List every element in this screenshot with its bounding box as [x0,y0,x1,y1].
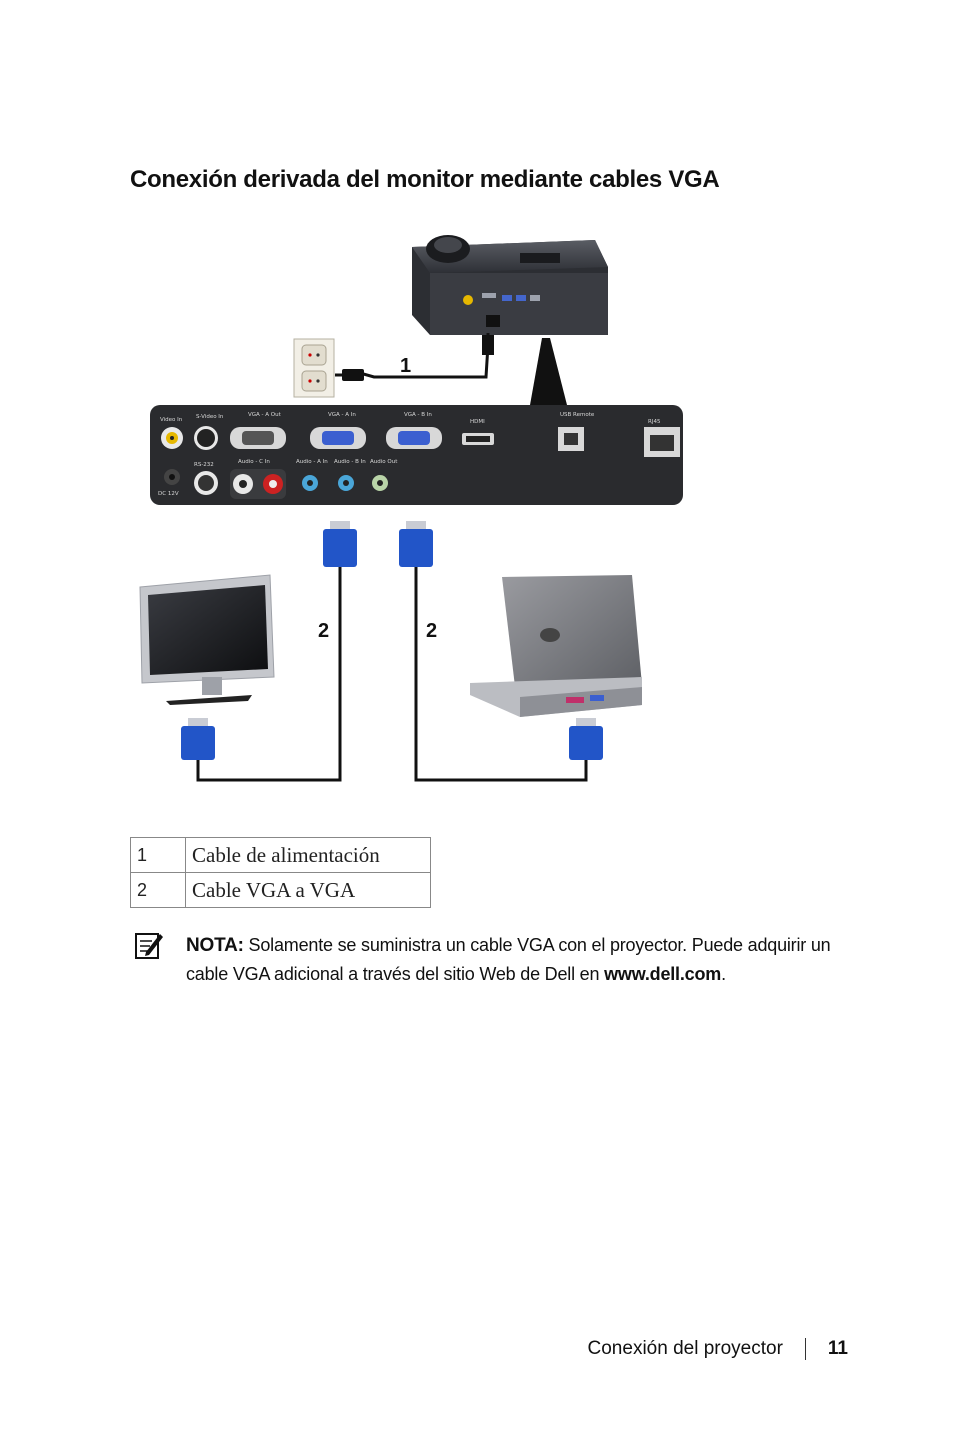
vga-cable-monitor [196,565,342,782]
footer-section: Conexión del proyector [587,1338,783,1359]
legend-table: 1 Cable de alimentación 2 Cable VGA a VG… [130,837,431,908]
projector-image [412,235,608,335]
note-end: . [721,964,726,984]
connection-diagram: 1 Video In S-Video In VGA - A Out VGA - … [139,235,683,782]
svg-text:Audio - C In: Audio - C In [238,459,270,465]
zoom-indicator [530,338,567,405]
svg-text:Audio - A In: Audio - A In [296,459,328,465]
footer-divider [804,1338,806,1360]
svg-text:S-Video In: S-Video In [196,414,224,420]
dell-link[interactable]: www.dell.com [604,964,722,984]
legend-desc: Cable de alimentación [185,837,431,873]
svg-text:USB Remote: USB Remote [560,412,595,418]
vga-plug [181,521,603,760]
note-text: NOTA: Solamente se suministra un cable V… [186,931,876,988]
table-row: 1 Cable de alimentación [130,837,431,873]
table-row: 2 Cable VGA a VGA [130,872,431,908]
legend-num: 2 [130,872,186,908]
page-footer: Conexión del proyector 11 [588,1338,848,1360]
callout-2a: 2 [318,620,329,642]
laptop-image [470,575,642,717]
svg-text:DC 12V: DC 12V [158,491,179,497]
svg-text:RS-232: RS-232 [194,462,214,468]
monitor-image [139,574,275,705]
section-heading: Conexión derivada del monitor mediante c… [130,166,720,193]
legend-desc: Cable VGA a VGA [185,872,431,908]
svg-text:RJ45: RJ45 [648,419,661,425]
connector-panel: Video In S-Video In VGA - A Out VGA - A … [150,405,683,505]
note-pencil-icon [135,933,163,959]
svg-text:VGA - B In: VGA - B In [404,412,432,418]
svg-text:HDMI: HDMI [470,419,485,425]
page-number: 11 [827,1338,848,1359]
wall-outlet-image [293,338,335,398]
note-label: NOTA: [186,935,244,956]
svg-text:VGA - A Out: VGA - A Out [248,412,282,418]
note-body: Solamente se suministra un cable VGA con… [186,935,831,984]
svg-text:VGA - A In: VGA - A In [328,412,356,418]
svg-text:Audio - B In: Audio - B In [334,459,366,465]
legend-num: 1 [130,837,186,873]
svg-text:Audio Out: Audio Out [370,459,398,465]
vga-cable-laptop [414,565,588,782]
callout-2b: 2 [426,620,437,642]
callout-1: 1 [400,355,411,377]
svg-text:Video In: Video In [160,417,183,423]
